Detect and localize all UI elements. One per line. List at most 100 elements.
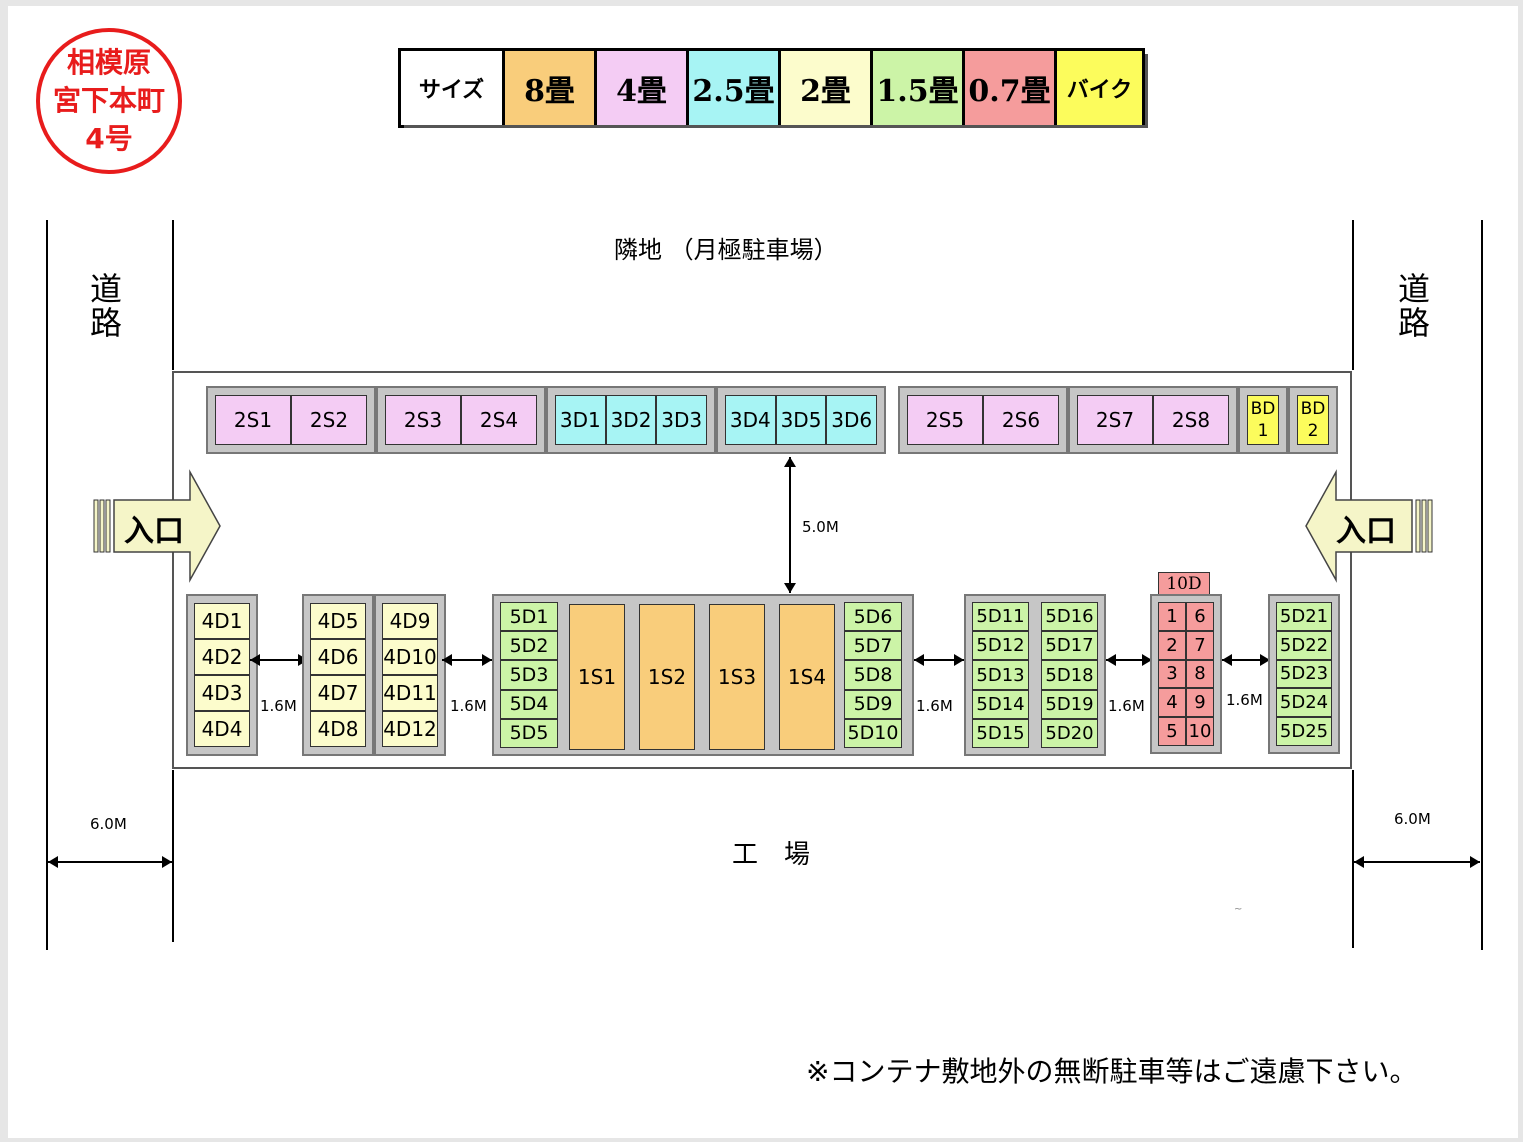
seal-line-2: 宮下本町 xyxy=(52,84,165,117)
container-group-f: 5D21 5D22 5D23 5D24 5D25 xyxy=(1268,594,1340,754)
unit-10d-4[interactable]: 4 xyxy=(1158,688,1186,718)
unit-2s8[interactable]: 2S8 xyxy=(1153,395,1229,445)
container-group-3d4-3d6: 3D4 3D5 3D6 xyxy=(716,386,886,454)
unit-4d9[interactable]: 4D9 xyxy=(382,603,438,639)
road-right-label: 道路 xyxy=(1397,270,1430,342)
unit-1s3[interactable]: 1S3 xyxy=(709,604,765,750)
small-mark: ~ xyxy=(1234,904,1243,915)
lot-right-lower-line xyxy=(1352,770,1354,948)
unit-bd1[interactable]: BD 1 xyxy=(1247,395,1279,445)
unit-2s6[interactable]: 2S6 xyxy=(983,395,1059,445)
unit-2s2[interactable]: 2S2 xyxy=(291,395,367,445)
unit-2s5[interactable]: 2S5 xyxy=(907,395,983,445)
unit-5d12[interactable]: 5D12 xyxy=(972,631,1029,661)
unit-5d15[interactable]: 5D15 xyxy=(972,718,1029,749)
road-width-right-label: 6.0M xyxy=(1394,810,1431,828)
unit-10d-2[interactable]: 2 xyxy=(1158,630,1186,660)
unit-3d4[interactable]: 3D4 xyxy=(725,395,776,445)
unit-5d6[interactable]: 5D6 xyxy=(844,602,902,632)
unit-5d13[interactable]: 5D13 xyxy=(972,660,1029,690)
unit-4d5[interactable]: 4D5 xyxy=(310,603,366,639)
unit-10d-1[interactable]: 1 xyxy=(1158,602,1186,631)
unit-4d2[interactable]: 4D2 xyxy=(194,639,250,675)
unit-1s4[interactable]: 1S4 xyxy=(779,604,835,750)
unit-10d-8[interactable]: 8 xyxy=(1186,659,1214,689)
unit-2s4[interactable]: 2S4 xyxy=(461,395,537,445)
unit-5d23[interactable]: 5D23 xyxy=(1276,659,1332,689)
unit-5d1[interactable]: 5D1 xyxy=(500,602,558,632)
unit-5d18[interactable]: 5D18 xyxy=(1041,660,1098,690)
unit-5d16[interactable]: 5D16 xyxy=(1041,602,1098,632)
unit-5d20[interactable]: 5D20 xyxy=(1041,718,1098,749)
unit-10d-7[interactable]: 7 xyxy=(1186,630,1214,660)
page xyxy=(8,6,1518,1138)
aisle-3-arrow xyxy=(914,654,964,666)
location-seal: 相模原 宮下本町 4号 xyxy=(36,28,182,174)
entrance-right-arrow-icon xyxy=(1305,469,1433,583)
unit-4d3[interactable]: 4D3 xyxy=(194,675,250,711)
aisle-5-arrow xyxy=(1222,654,1270,666)
lot-left-lower-line xyxy=(172,770,174,942)
container-group-2s3-2s4: 2S3 2S4 xyxy=(376,386,546,454)
lot-right-upper-line xyxy=(1352,220,1354,370)
unit-5d24[interactable]: 5D24 xyxy=(1276,688,1332,718)
unit-5d25[interactable]: 5D25 xyxy=(1276,717,1332,746)
unit-3d2[interactable]: 3D2 xyxy=(605,395,657,445)
unit-5d7[interactable]: 5D7 xyxy=(844,631,902,661)
unit-1s1[interactable]: 1S1 xyxy=(569,604,625,750)
unit-10d-10[interactable]: 10 xyxy=(1186,717,1214,746)
unit-10d-9[interactable]: 9 xyxy=(1186,688,1214,718)
road-width-left-label: 6.0M xyxy=(90,815,127,833)
container-group-4d5-4d8: 4D5 4D6 4D7 4D8 xyxy=(302,594,374,756)
unit-5d5[interactable]: 5D5 xyxy=(500,718,558,749)
unit-3d6[interactable]: 3D6 xyxy=(826,395,878,445)
neighbor-label: 隣地 （月極駐車場） xyxy=(614,236,838,264)
unit-bd2[interactable]: BD 2 xyxy=(1297,395,1329,445)
unit-3d1[interactable]: 3D1 xyxy=(555,395,606,445)
unit-5d17[interactable]: 5D17 xyxy=(1041,631,1098,661)
unit-2s1[interactable]: 2S1 xyxy=(215,395,291,445)
aisle-4-arrow xyxy=(1106,654,1152,666)
unit-5d11[interactable]: 5D11 xyxy=(972,602,1029,632)
unit-5d10[interactable]: 5D10 xyxy=(844,718,902,749)
container-group-c: 5D1 5D2 5D3 5D4 5D5 1S1 1S2 1S3 1S4 5D6 … xyxy=(492,594,914,756)
container-group-2s7-2s8: 2S7 2S8 xyxy=(1068,386,1238,454)
legend-0-7jo: 0.7畳 xyxy=(965,51,1057,125)
unit-5d8[interactable]: 5D8 xyxy=(844,660,902,690)
unit-4d6[interactable]: 4D6 xyxy=(310,639,366,675)
unit-5d19[interactable]: 5D19 xyxy=(1041,689,1098,719)
unit-2s3[interactable]: 2S3 xyxy=(385,395,461,445)
unit-10d-3[interactable]: 3 xyxy=(1158,659,1186,689)
container-group-2s1-2s2: 2S1 2S2 xyxy=(206,386,376,454)
unit-4d1[interactable]: 4D1 xyxy=(194,603,250,639)
unit-10d-5[interactable]: 5 xyxy=(1158,717,1186,746)
unit-5d9[interactable]: 5D9 xyxy=(844,689,902,719)
unit-4d11[interactable]: 4D11 xyxy=(382,675,438,711)
unit-5d14[interactable]: 5D14 xyxy=(972,689,1029,719)
unit-4d7[interactable]: 4D7 xyxy=(310,675,366,711)
unit-5d2[interactable]: 5D2 xyxy=(500,631,558,661)
unit-5d21[interactable]: 5D21 xyxy=(1276,602,1332,631)
unit-5d4[interactable]: 5D4 xyxy=(500,689,558,719)
container-group-4d9-4d12: 4D9 4D10 4D11 4D12 xyxy=(374,594,446,756)
legend-4jo: 4畳 xyxy=(597,51,689,125)
lot-left-upper-line xyxy=(172,220,174,370)
unit-1s2[interactable]: 1S2 xyxy=(639,604,695,750)
unit-4d10[interactable]: 4D10 xyxy=(382,639,438,675)
unit-5d22[interactable]: 5D22 xyxy=(1276,630,1332,660)
unit-2s7[interactable]: 2S7 xyxy=(1077,395,1153,445)
unit-5d3[interactable]: 5D3 xyxy=(500,660,558,690)
unit-3d5[interactable]: 3D5 xyxy=(775,395,827,445)
aisle-1-arrow xyxy=(250,654,308,666)
unit-4d8[interactable]: 4D8 xyxy=(310,711,366,747)
unit-4d4[interactable]: 4D4 xyxy=(194,711,250,747)
legend-2-5jo: 2.5畳 xyxy=(689,51,781,125)
aisle-5-label: 1.6M xyxy=(1226,691,1263,709)
unit-10d-6[interactable]: 6 xyxy=(1186,602,1214,631)
container-group-2s5-2s6: 2S5 2S6 xyxy=(898,386,1068,454)
container-group-10d: 1 2 3 4 5 6 7 8 9 10 xyxy=(1150,594,1222,754)
unit-3d3[interactable]: 3D3 xyxy=(656,395,708,445)
road-right-outer-line xyxy=(1481,220,1483,950)
aisle-3-label: 1.6M xyxy=(916,697,953,715)
unit-4d12[interactable]: 4D12 xyxy=(382,711,438,747)
